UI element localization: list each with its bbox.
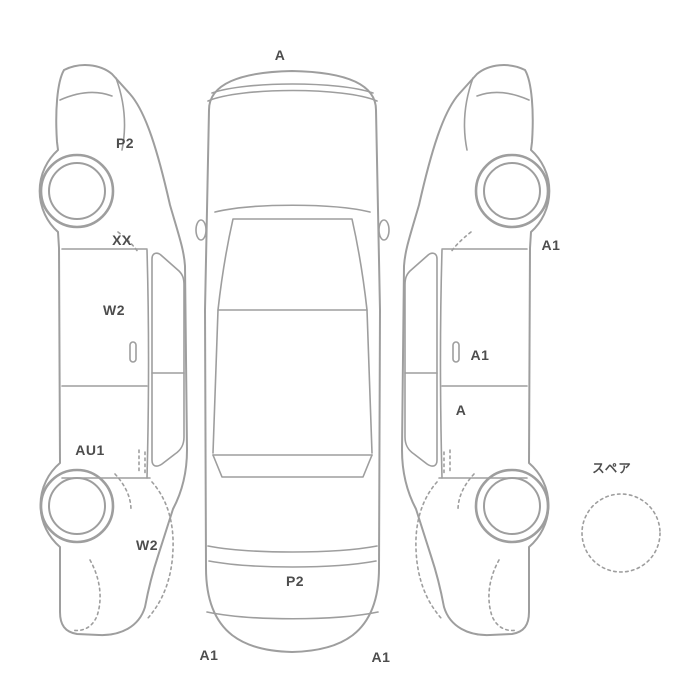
left-mirror-icon [195, 219, 207, 241]
damage-label-right-side-sill: A1 [541, 237, 561, 253]
spare-tire-label: スペア [592, 461, 632, 476]
damage-label-right-front-door: A1 [470, 347, 490, 363]
damage-label-rear-bumper-left: A1 [199, 647, 219, 663]
damage-label-left-rear-wheel: AU1 [75, 442, 105, 458]
damage-label-left-front-fender: P2 [115, 135, 135, 151]
spare-tire-circle [581, 493, 661, 573]
top-view-car [195, 70, 390, 653]
damage-label-left-door-top: XX [112, 232, 132, 248]
damage-label-left-front-door: W2 [103, 302, 125, 318]
damage-label-roof-front: A [274, 47, 286, 63]
damage-label-left-rear-quarter: W2 [136, 537, 158, 553]
damage-label-trunk-lid: P2 [285, 573, 305, 589]
right-mirror-icon [378, 219, 390, 241]
left-side-view [38, 63, 189, 637]
damage-label-right-rear-door: A [455, 402, 467, 418]
damage-label-rear-bumper-right: A1 [371, 649, 391, 665]
